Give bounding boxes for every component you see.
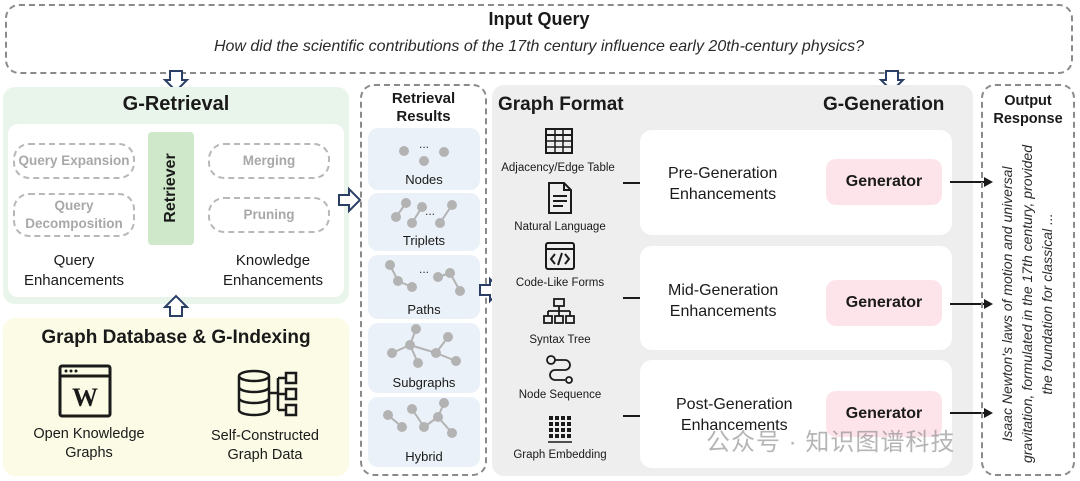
- retrieval-results-title: Retrieval Results: [391, 90, 456, 125]
- code-icon: [545, 242, 575, 270]
- post-generator-block: Generator: [826, 391, 942, 437]
- triplets-card: ... Triplets: [368, 193, 480, 251]
- syntax-tree-label: Syntax Tree: [529, 334, 591, 346]
- graph-database-title: Graph Database & G-Indexing: [41, 327, 311, 348]
- graph-format-title: Graph Format: [498, 94, 624, 115]
- up-arrow-database: [162, 294, 190, 317]
- down-arrow-retrieval: [162, 70, 190, 93]
- output-response-box: [981, 84, 1075, 476]
- retriever-label: Retriever: [162, 153, 179, 223]
- retrieval-results-box: [360, 84, 487, 476]
- watermark-text: 公众号 · 知识图谱科技: [706, 429, 956, 456]
- nodes-graph-icon: ...: [399, 137, 449, 166]
- triplets-label: Triplets: [402, 233, 446, 248]
- output-response-text: Isaac Newton's laws of motion and univer…: [999, 144, 1055, 464]
- adjacency-table-label: Adjacency/Edge Table: [501, 162, 615, 174]
- natural-language-label: Natural Language: [514, 221, 606, 233]
- mid-generator-block: Generator: [826, 280, 942, 326]
- subgraphs-graph-icon: [387, 324, 461, 368]
- grid-icon: [548, 416, 572, 443]
- nodes-card: ... Nodes: [368, 128, 480, 190]
- hybrid-graph-icon: [383, 398, 457, 438]
- wikipedia-icon: W: [58, 364, 112, 418]
- hybrid-label: Hybrid: [405, 449, 443, 464]
- open-knowledge-graphs-label: Open Knowledge Graphs: [33, 426, 145, 461]
- svg-text:W: W: [72, 383, 98, 412]
- input-query-box: [5, 4, 1073, 74]
- pre-generation-label: Pre-Generation Enhancements: [668, 165, 778, 203]
- sequence-icon: [546, 355, 573, 384]
- right-arrow-to-results: [338, 186, 362, 214]
- arrow-pre-to-output: [950, 177, 993, 187]
- svg-text:...: ...: [419, 262, 429, 276]
- svg-text:...: ...: [419, 137, 429, 151]
- mid-generation-card: Mid-Generation Enhancements Generator: [640, 246, 952, 350]
- pre-generation-card: Pre-Generation Enhancements Generator: [640, 130, 952, 235]
- table-icon: [545, 128, 573, 154]
- pruning-pill: Pruning: [208, 197, 330, 233]
- input-query-title: Input Query: [488, 9, 590, 29]
- g-generation-title: G-Generation: [823, 94, 945, 115]
- paths-graph-icon: ...: [385, 260, 465, 296]
- merging-pill: Merging: [208, 143, 330, 179]
- query-expansion-pill: Query Expansion: [13, 143, 135, 179]
- knowledge-enhancements-label: Knowledge Enhancements: [222, 252, 324, 289]
- arrow-post-to-output: [950, 408, 993, 418]
- self-constructed-graph-data-label: Self-Constructed Graph Data: [211, 428, 319, 463]
- subgraphs-card: Subgraphs: [368, 323, 480, 393]
- paths-card: ... Paths: [368, 255, 480, 319]
- g-retrieval-title: G-Retrieval: [122, 93, 230, 115]
- subgraphs-label: Subgraphs: [392, 375, 456, 390]
- mid-generation-label: Mid-Generation Enhancements: [668, 282, 779, 320]
- output-response-title: Output Response: [993, 93, 1063, 128]
- post-generation-label: Post-Generation Enhancements: [676, 396, 793, 434]
- query-enhancements-label: Query Enhancements: [23, 252, 125, 289]
- nodes-label: Nodes: [405, 172, 443, 187]
- triplets-graph-icon: ...: [391, 198, 457, 228]
- arrow-mid-to-output: [950, 299, 993, 309]
- svg-text:...: ...: [425, 204, 435, 218]
- database-icon: [237, 369, 298, 417]
- query-decomposition-pill: Query Decomposition: [13, 193, 135, 237]
- input-query-question: How did the scientific contributions of …: [213, 38, 865, 55]
- document-icon: [548, 182, 572, 214]
- graph-embedding-label: Graph Embedding: [513, 449, 607, 461]
- paths-label: Paths: [407, 302, 441, 317]
- pre-generator-block: Generator: [826, 159, 942, 205]
- retriever-block: [148, 132, 194, 245]
- node-sequence-label: Node Sequence: [518, 389, 602, 401]
- post-generation-card: Post-Generation Enhancements Generator: [640, 360, 952, 468]
- tree-icon: [543, 298, 575, 324]
- code-like-forms-label: Code-Like Forms: [515, 277, 605, 289]
- hybrid-card: Hybrid: [368, 397, 480, 467]
